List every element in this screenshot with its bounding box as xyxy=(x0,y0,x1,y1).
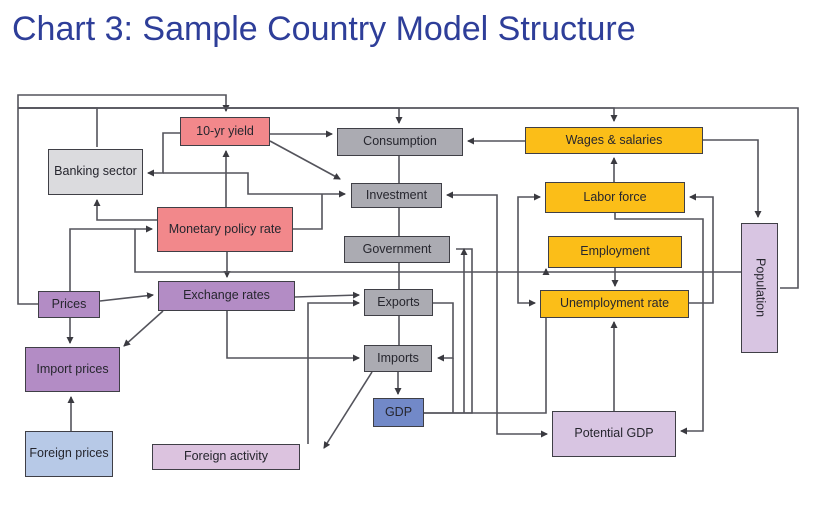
node-government: Government xyxy=(344,236,450,263)
edge-population-to-monetary_policy_rate xyxy=(134,229,741,273)
edge-ten_yr_yield-to-investment xyxy=(269,140,341,180)
node-monetary_policy_rate: Monetary policy rate xyxy=(157,207,293,252)
edge-prices-to-banking_sector xyxy=(18,107,98,147)
edge-unemployment_rate-to-labor_force xyxy=(689,193,714,304)
edge-imports-to-foreign_activity xyxy=(323,371,373,449)
edge-gdp-to-potential_gdp xyxy=(496,413,548,438)
edge-exchange_rates-to-import_prices xyxy=(123,310,164,347)
node-imports: Imports xyxy=(364,345,432,372)
edge-labor_force-to-potential_gdp xyxy=(614,213,704,435)
edge-exchange_rates-to-imports xyxy=(226,311,360,362)
node-labor_force: Labor force xyxy=(545,182,685,213)
edge-prices-to-monetary_policy_rate xyxy=(69,225,153,291)
edge-gdp-to-unemployment_rate xyxy=(424,318,547,414)
edge-ten_yr_yield-to-investment xyxy=(163,172,346,198)
node-exchange_rates: Exchange rates xyxy=(158,281,295,311)
node-population: Population xyxy=(741,223,778,353)
edge-gdp-to-investment xyxy=(446,191,498,413)
node-employment: Employment xyxy=(548,236,682,268)
edge-exchange_rates-to-exports xyxy=(294,291,360,299)
node-unemployment_rate: Unemployment rate xyxy=(540,290,689,318)
node-import_prices: Import prices xyxy=(25,347,120,392)
node-gdp: GDP xyxy=(373,398,424,427)
node-foreign_prices: Foreign prices xyxy=(25,431,113,477)
edge-wages_salaries-to-population xyxy=(703,139,762,218)
edge-population-to-unemployment_rate xyxy=(517,272,536,307)
chart-title: Chart 3: Sample Country Model Structure xyxy=(12,10,636,48)
edge-prices-to-population xyxy=(18,107,799,289)
edge-prices-to-ten_yr_yield xyxy=(17,94,230,305)
edge-monetary_policy_rate-to-banking_sector xyxy=(93,199,157,221)
edge-foreign_activity-to-exports xyxy=(307,299,360,444)
edge-prices-to-exchange_rates xyxy=(99,292,154,302)
edge-population-to-labor_force xyxy=(517,193,541,272)
node-foreign_activity: Foreign activity xyxy=(152,444,300,470)
node-prices: Prices xyxy=(38,291,100,318)
edge-gdp-to-government xyxy=(424,249,473,414)
node-investment: Investment xyxy=(351,183,442,208)
edge-exports-to-imports xyxy=(433,302,454,362)
node-consumption: Consumption xyxy=(337,128,463,156)
node-potential_gdp: Potential GDP xyxy=(552,411,676,457)
node-ten_yr_yield: 10-yr yield xyxy=(180,117,270,146)
node-wages_salaries: Wages & salaries xyxy=(525,127,703,154)
edge-prices-to-wages_salaries xyxy=(18,107,618,122)
edge-monetary_policy_rate-to-investment xyxy=(293,194,323,230)
edge-ten_yr_yield-to-banking_sector xyxy=(147,132,180,177)
node-banking_sector: Banking sector xyxy=(48,149,143,195)
node-exports: Exports xyxy=(364,289,433,316)
